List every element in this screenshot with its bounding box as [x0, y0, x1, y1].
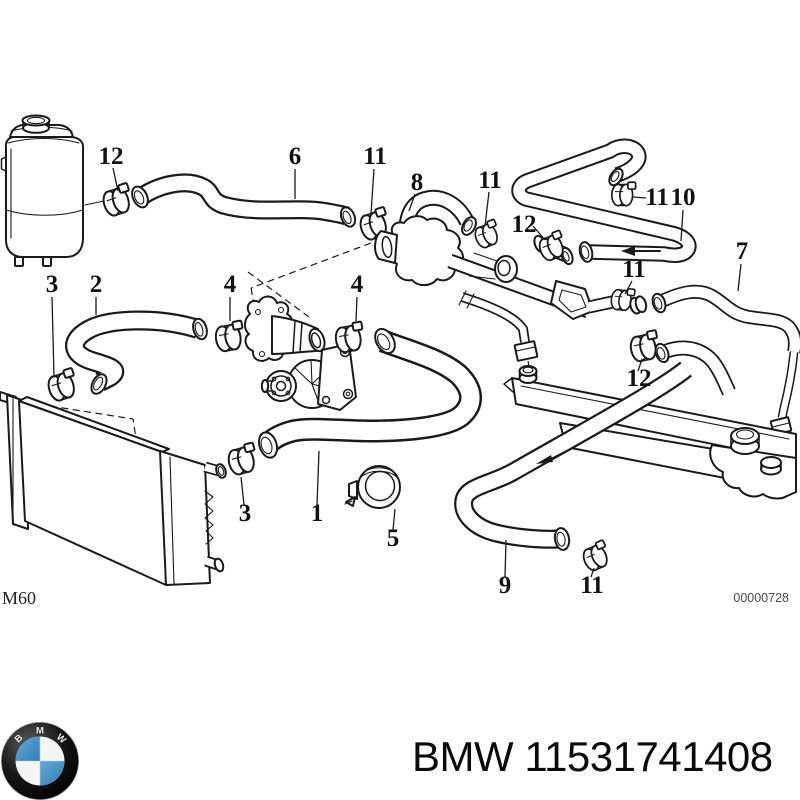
hose-6: [98, 173, 394, 243]
callout-6: 6: [289, 143, 302, 170]
clamp-11-bottom: [578, 538, 614, 574]
hose-1: [257, 327, 482, 459]
callout-1: 1: [311, 500, 324, 527]
callout-12-tank: 12: [99, 143, 124, 170]
callout-7: 7: [736, 238, 749, 265]
hose-10: [511, 138, 697, 263]
logo-quadrant-blue-br: [40, 761, 65, 786]
callout-5: 5: [387, 525, 400, 552]
thermostat-housing-assembly: [374, 189, 624, 362]
part-number-title: BMW 11531741408: [412, 733, 773, 781]
thermostat-ring-part5: [344, 465, 401, 509]
callout-11-hose6: 11: [363, 143, 387, 170]
logo-letter-m: M: [36, 726, 44, 737]
callout-3-top: 3: [46, 271, 59, 298]
seal-ring: [627, 294, 649, 316]
callout-12-right: 12: [627, 365, 652, 392]
clamp-3-bottom: [224, 441, 261, 478]
part-number: 11531741408: [524, 733, 773, 780]
flow-arrow-down: [536, 455, 553, 464]
water-pump: [212, 295, 367, 411]
callout-leaders: [51, 167, 742, 578]
callout-12-mid: 12: [512, 211, 537, 238]
callout-4-left: 4: [224, 271, 237, 298]
callout-10: 10: [671, 184, 696, 211]
callout-9: 9: [499, 572, 512, 599]
engine-code-label: M60: [2, 588, 36, 608]
mounting-bracket: [503, 365, 797, 500]
callout-11-center: 11: [622, 256, 646, 283]
callout-11-bottom: 11: [580, 572, 604, 599]
radiator: [0, 391, 261, 586]
callout-labels: 12 6 11 8 11 12 11 10 7 11 12 3 2 4 4 3 …: [46, 143, 749, 599]
callout-3-bottom: 3: [239, 500, 252, 527]
callout-4-right: 4: [351, 271, 364, 298]
clamp-11-hose10: [610, 181, 637, 207]
flow-arrow-left: [621, 246, 635, 256]
clamp-12-right: [627, 329, 663, 364]
drawing-number: 00000728: [733, 591, 789, 605]
logo-quadrant-blue-tl: [15, 736, 40, 761]
callout-11-mid: 11: [478, 167, 502, 194]
clamp-4-left: [212, 319, 247, 354]
callout-2: 2: [90, 271, 103, 298]
clamp-4-right: [332, 320, 367, 355]
bmw-logo: B M W: [0, 721, 80, 800]
callout-11-hose10: 11: [645, 184, 669, 211]
callout-8: 8: [411, 169, 424, 196]
brand-name: BMW: [412, 733, 514, 780]
hose-9: [454, 361, 692, 574]
expansion-tank: [0, 114, 105, 267]
parts-diagram-canvas: 12 6 11 8 11 12 11 10 7 11 12 3 2 4 4 3 …: [0, 114, 800, 608]
clamp-3-top: [43, 366, 82, 404]
elbow-hose: [627, 329, 736, 396]
hose-2: [43, 310, 208, 404]
